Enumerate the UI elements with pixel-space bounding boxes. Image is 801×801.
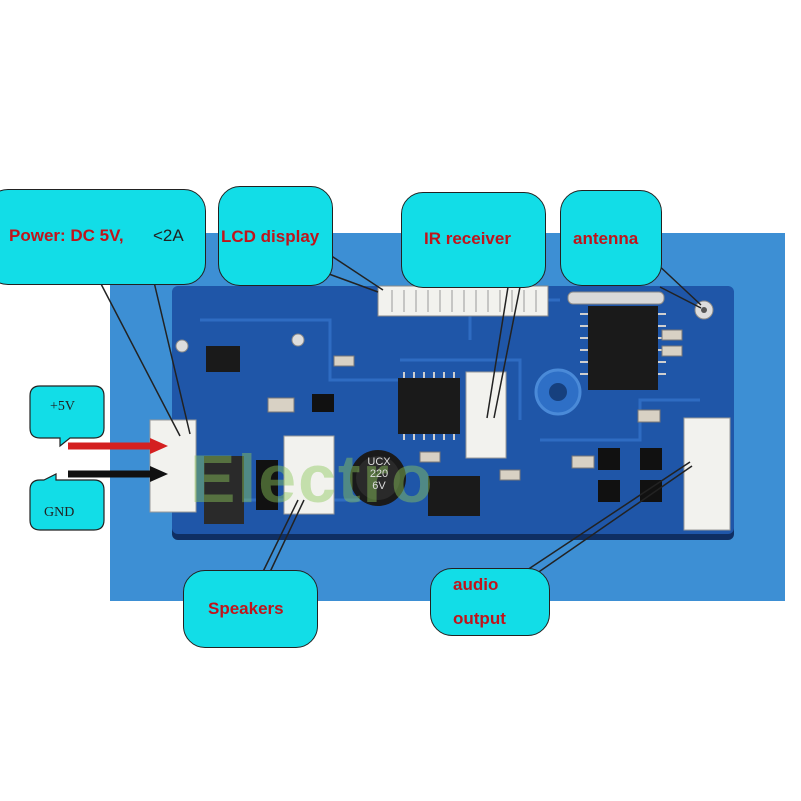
ir-callout: IR receiver xyxy=(401,192,546,288)
inductor xyxy=(204,456,244,524)
power-current-label: <2A xyxy=(153,226,184,245)
audio-label-line-1: audio xyxy=(453,575,499,594)
ground-label-box xyxy=(29,473,105,531)
lcd-label: LCD display xyxy=(221,227,320,246)
audio-label-line-2: output xyxy=(453,609,506,628)
ground-wire-arrow xyxy=(150,466,168,482)
speaker-connector xyxy=(283,435,335,515)
audio-pointer xyxy=(511,461,691,581)
capacitor-line-3: 6V xyxy=(372,480,386,492)
power-pointer xyxy=(99,281,181,437)
antenna-pointer xyxy=(654,261,702,306)
right-ic xyxy=(580,306,666,390)
audio-connector xyxy=(683,417,731,531)
diode xyxy=(256,460,278,510)
smd-components xyxy=(267,329,683,481)
electrolytic-capacitor xyxy=(350,450,406,506)
capacitor-line-1: UCX xyxy=(367,456,391,468)
power-callout: Power: DC 5V, <2A xyxy=(0,189,206,285)
positive-wire-label: +5V xyxy=(50,399,76,414)
via-holes xyxy=(175,333,305,353)
center-ic xyxy=(398,372,460,440)
lcd-callout: LCD display xyxy=(218,186,333,286)
pads xyxy=(312,394,662,502)
speakers-callout: Speakers xyxy=(183,570,318,648)
antenna-label: antenna xyxy=(573,229,639,248)
watermark-text: Electro xyxy=(190,441,435,517)
crystal-oscillator xyxy=(567,291,665,305)
ground-wire-label: GND xyxy=(44,505,75,520)
positive-wire-arrow xyxy=(150,438,168,454)
ir-label: IR receiver xyxy=(424,229,511,248)
power-label: Power: DC 5V, xyxy=(9,226,124,245)
amp-ic xyxy=(428,476,480,516)
positive-label-box xyxy=(29,385,105,448)
audio-output-callout: audio output xyxy=(430,568,550,636)
ir-connector xyxy=(465,371,507,459)
speakers-label: Speakers xyxy=(208,599,284,618)
regulator-ic xyxy=(206,346,240,372)
antenna-callout: antenna xyxy=(560,190,662,286)
lcd-pointer xyxy=(329,254,384,291)
capacitor-marking: UCX 220 6V xyxy=(364,456,394,492)
capacitor-line-2: 220 xyxy=(369,468,389,480)
power-connector xyxy=(149,419,197,513)
ir-pointer xyxy=(486,286,509,419)
